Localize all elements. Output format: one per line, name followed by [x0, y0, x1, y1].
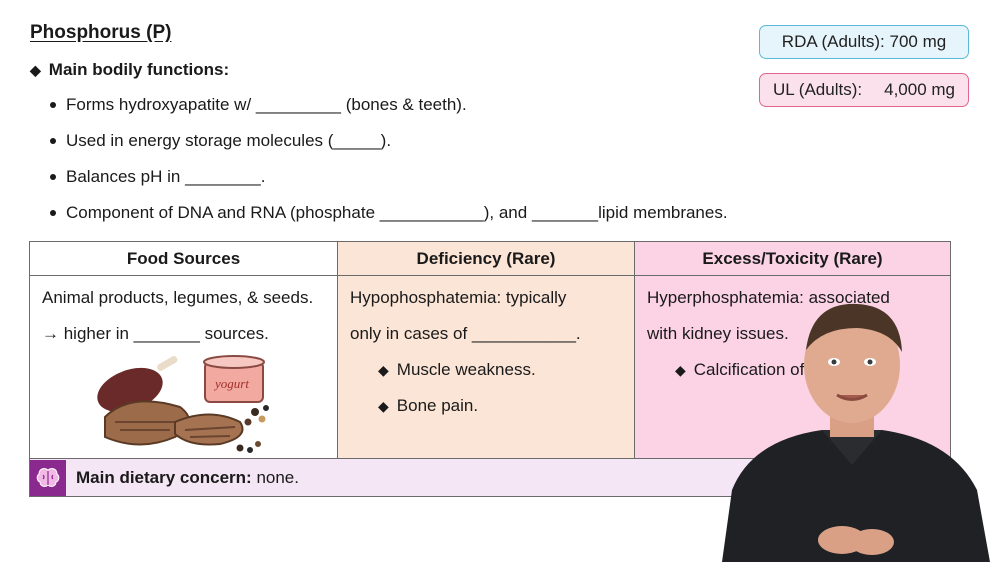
concern-value: none.: [251, 467, 299, 487]
rda-badge: RDA (Adults): 700 mg: [759, 25, 969, 59]
bullet-icon: [50, 138, 56, 144]
function-text: Forms hydroxyapatite w/ _________ (bones…: [66, 95, 467, 114]
deficiency-symptom: Bone pain.: [396, 396, 479, 415]
diamond-icon: ◆: [378, 398, 389, 414]
page-title: Phosphorus (P): [30, 22, 172, 43]
deficiency-line: only in cases of ___________.: [350, 324, 581, 343]
dietary-concern-text: Main dietary concern: none.: [76, 468, 299, 488]
excess-line: Hyperphosphatemia: associated: [647, 288, 890, 307]
excess-symptom: Calcification of: [693, 360, 805, 379]
diamond-icon: ◆: [378, 362, 389, 378]
concern-label: Main dietary concern:: [76, 467, 252, 487]
main-functions-label: Main bodily functions:: [48, 60, 230, 79]
function-text: Component of DNA and RNA (phosphate ____…: [66, 203, 728, 222]
list-item: Balances pH in ________.: [46, 166, 728, 202]
bullet-icon: [50, 174, 56, 180]
list-item: ◆ Bone pain.: [378, 396, 478, 416]
excess-header: Excess/Toxicity (Rare): [635, 242, 950, 276]
function-text: Balances pH in ________.: [66, 167, 266, 186]
ul-label: UL (Adults):: [772, 80, 863, 99]
list-item: Component of DNA and RNA (phosphate ____…: [46, 202, 728, 238]
yogurt-label: yogurt: [213, 376, 249, 391]
food-sources-column: Food Sources Animal products, legumes, &…: [30, 242, 338, 458]
ul-badge: UL (Adults): 4,000 mg: [759, 73, 969, 107]
main-functions-heading: ◆ Main bodily functions:: [30, 60, 229, 80]
list-item: Forms hydroxyapatite w/ _________ (bones…: [46, 94, 728, 130]
food-sources-line: → higher in _______ sources.: [42, 324, 269, 343]
list-item: ◆ Calcification of: [675, 360, 804, 380]
deficiency-header: Deficiency (Rare): [338, 242, 634, 276]
deficiency-column: Deficiency (Rare) Hypophosphatemia: typi…: [338, 242, 635, 458]
functions-list: Forms hydroxyapatite w/ _________ (bones…: [46, 94, 728, 238]
list-item: ◆ Muscle weakness.: [378, 360, 536, 380]
diamond-icon: ◆: [675, 362, 686, 378]
food-sources-header: Food Sources: [30, 242, 337, 276]
excess-line: with kidney issues.: [647, 324, 789, 343]
food-sources-line: Animal products, legumes, & seeds.: [42, 288, 314, 307]
deficiency-symptom: Muscle weakness.: [396, 360, 536, 379]
presenter-video: [722, 303, 990, 562]
bullet-icon: [50, 102, 56, 108]
function-text: Used in energy storage molecules (_____)…: [66, 131, 392, 150]
brain-icon: [30, 459, 66, 496]
diamond-icon: ◆: [30, 62, 41, 78]
ul-value: 4,000 mg: [884, 80, 955, 99]
bullet-icon: [50, 210, 56, 216]
deficiency-line: Hypophosphatemia: typically: [350, 288, 567, 307]
nutrient-table: Food Sources Animal products, legumes, &…: [29, 241, 951, 459]
food-illustration: yogurt: [97, 355, 269, 453]
list-item: Used in energy storage molecules (_____)…: [46, 130, 728, 166]
